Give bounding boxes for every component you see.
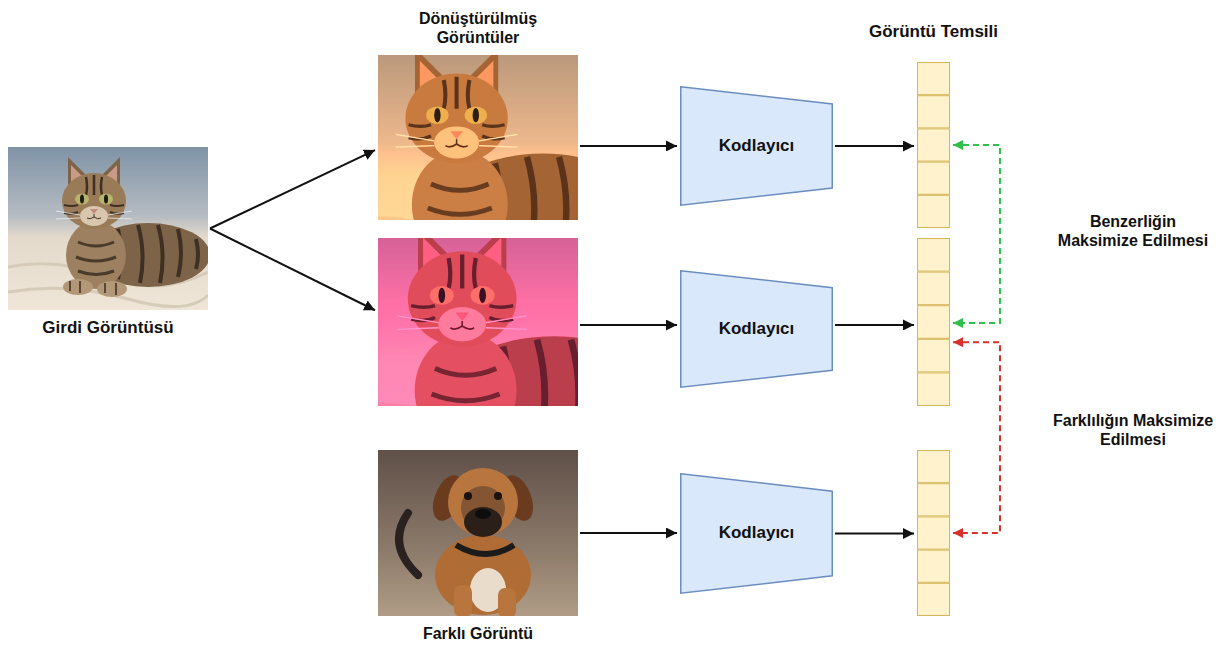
input-cat-photo	[8, 147, 208, 310]
edge-label: Farklılığın Maksimize Edilmesi	[1048, 410, 1218, 450]
tinted-cat-photo	[378, 238, 578, 406]
caption-slot: Girdi Görüntüsü	[0, 318, 228, 338]
dog-photo	[475, 509, 491, 519]
dog-photo	[378, 450, 578, 616]
input-cat-photo	[8, 147, 208, 310]
vector-cell	[918, 272, 950, 305]
vector-cell	[918, 195, 950, 227]
encoder-outline	[681, 87, 833, 206]
warm-cat-photo	[378, 55, 578, 220]
vector-cell	[918, 583, 950, 615]
flow-arrow	[580, 324, 677, 326]
image-box: Farklı Görüntü	[378, 450, 578, 616]
flow-arrow	[835, 533, 914, 535]
flow-arrow	[210, 229, 375, 311]
encoder-outline	[681, 271, 833, 388]
connectors	[210, 145, 1000, 534]
dog-photo	[454, 585, 472, 616]
flow-arrow	[210, 150, 375, 228]
image-box: Dönüştürülmüş Görüntüler	[378, 55, 578, 220]
flow-arrow	[580, 532, 677, 534]
dashed-arrow	[953, 145, 1000, 323]
tinted-cat-photo	[378, 238, 578, 406]
vector-cells	[917, 238, 950, 406]
vector-cell	[918, 517, 950, 549]
dog-photo	[464, 492, 472, 500]
dog-photo	[448, 468, 518, 536]
flow-arrow	[580, 145, 677, 147]
image-caption: Dönüştürülmüş Görüntüler	[378, 9, 578, 47]
representation-vector	[917, 450, 950, 616]
vector-cell	[918, 239, 950, 272]
edge-label: Benzerliğin Maksimize Edilmesi	[1048, 211, 1218, 251]
dog-photo	[399, 513, 418, 575]
encoder-label: Kodlayıcı	[719, 319, 795, 339]
encoder-trapezoid: Kodlayıcı	[680, 473, 833, 594]
dog-photo	[464, 507, 502, 537]
vector-cell	[918, 451, 950, 483]
warm-cat-photo	[378, 55, 578, 220]
flow-arrow	[835, 145, 914, 147]
dog-photo	[378, 450, 578, 616]
vector-cells	[917, 450, 950, 616]
encoder-label: Kodlayıcı	[719, 523, 795, 543]
image-caption: Görüntü Temsili	[869, 22, 998, 42]
image-box: Girdi Görüntüsü	[8, 147, 208, 310]
image-caption: Girdi Görüntüsü	[42, 318, 173, 338]
dog-photo	[494, 492, 502, 500]
vector-cell	[918, 96, 950, 128]
vector-cell	[918, 129, 950, 161]
encoder-trapezoid: Kodlayıcı	[680, 270, 833, 388]
caption-slot: Farklı Görüntü	[368, 624, 588, 643]
dog-photo	[435, 535, 531, 615]
caption-slot: Görüntü Temsili	[844, 22, 1024, 42]
dog-photo	[378, 450, 578, 616]
vector-cells	[917, 62, 950, 228]
encoder-trapezoid: Kodlayıcı	[680, 86, 833, 206]
vector-cell	[918, 306, 950, 339]
representation-vector	[917, 238, 950, 406]
representation-vector: Görüntü Temsili	[917, 62, 950, 228]
flow-arrow	[835, 324, 914, 326]
vector-cell	[918, 373, 950, 406]
vector-cell	[918, 484, 950, 516]
dog-photo	[498, 588, 516, 616]
vector-cell	[918, 162, 950, 194]
vector-cell	[918, 550, 950, 582]
image-caption: Farklı Görüntü	[423, 624, 533, 643]
caption-slot: Dönüştürülmüş Görüntüler	[378, 9, 578, 47]
dashed-arrow	[953, 342, 1000, 533]
image-box	[378, 238, 578, 406]
vector-cell	[918, 339, 950, 372]
vector-cell	[918, 63, 950, 95]
encoder-label: Kodlayıcı	[719, 136, 795, 156]
encoder-outline	[681, 474, 833, 594]
dog-photo	[456, 545, 514, 554]
